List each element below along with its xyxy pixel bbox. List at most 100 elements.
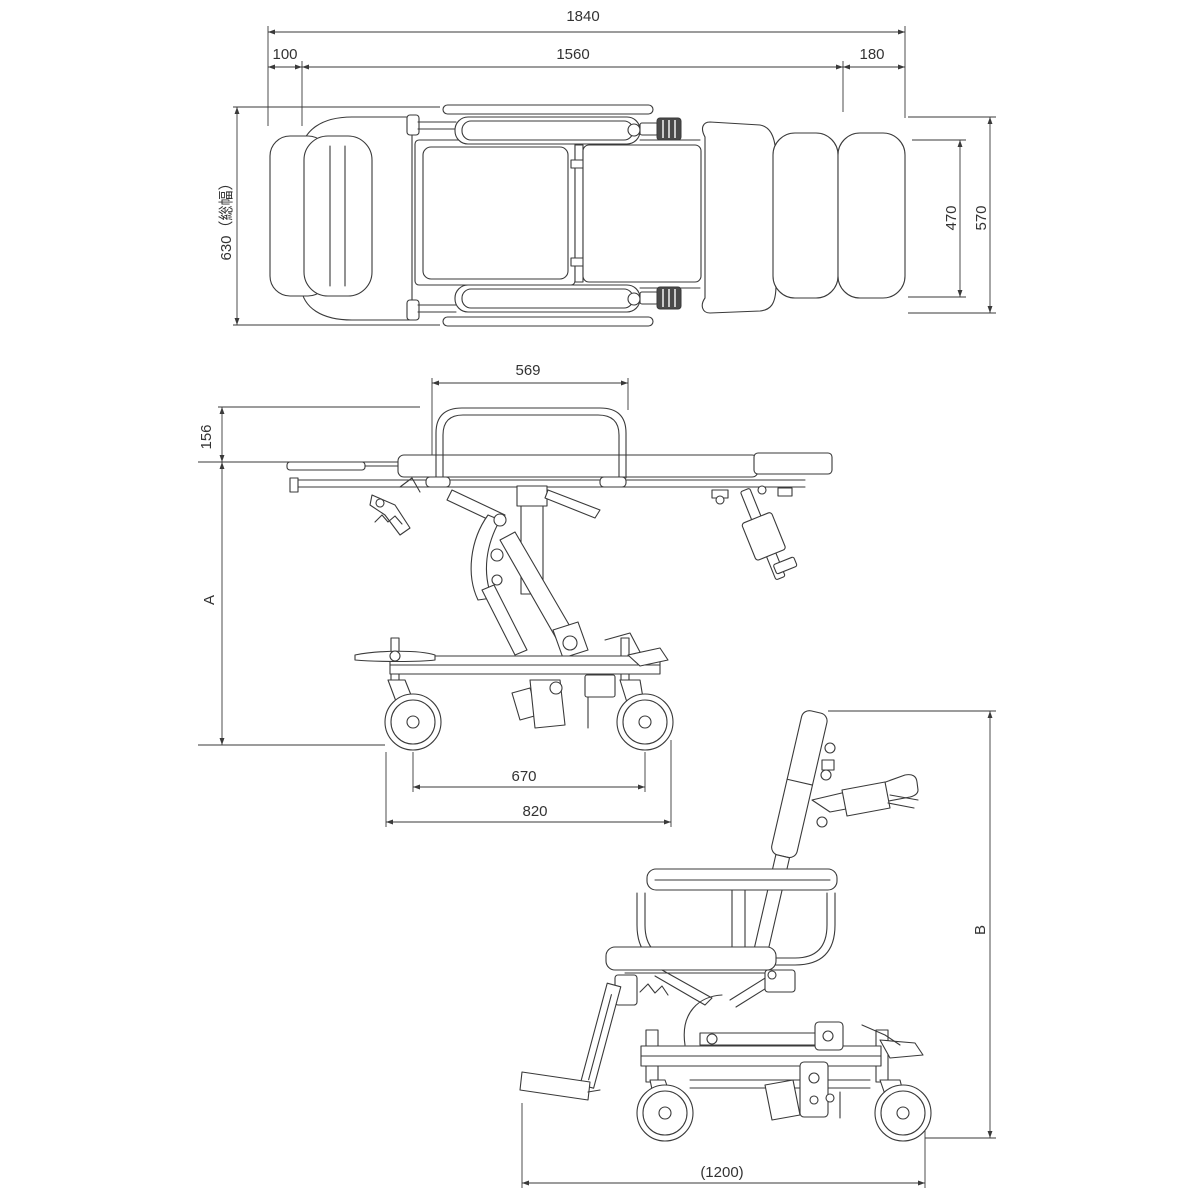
label-handrail-width: 569 [515, 362, 540, 379]
wheel-hub [896, 1106, 910, 1120]
pillow-inner [303, 135, 373, 297]
rail-bracket [777, 487, 793, 497]
wheel-rim [642, 1090, 688, 1136]
bolt [808, 1072, 820, 1084]
frame-end [289, 477, 299, 493]
label-chair-height: B [972, 925, 989, 935]
caster-connector [639, 291, 659, 305]
wheel-rim [622, 699, 668, 745]
motor [764, 1079, 801, 1121]
wheel-rim [880, 1090, 926, 1136]
top-dimension-labels: 1840 100 1560 180 630（総幅） 470 570 [218, 8, 990, 261]
stretcher-dimension-lines [219, 380, 671, 825]
pivot [490, 548, 504, 562]
foot-pedal [627, 647, 669, 667]
bolt [825, 1093, 835, 1103]
leg-rest-tip [773, 556, 798, 575]
label-wheelbase: 670 [511, 768, 536, 785]
headboard-clip [406, 299, 420, 321]
seat-frame [414, 139, 576, 286]
seat-link [654, 969, 713, 1006]
pedal-lever [861, 1024, 901, 1046]
top-dimension-lines [234, 29, 993, 325]
lift-housing [683, 994, 723, 1046]
leg-section [582, 144, 702, 283]
footplate-link [587, 1089, 601, 1093]
pivot [562, 635, 578, 651]
handrail-outer [435, 407, 627, 479]
caster-connector [639, 122, 659, 136]
stretcher-body [286, 407, 833, 751]
wheel-tire [874, 1084, 932, 1142]
handrail-foot [425, 476, 451, 488]
bolt [809, 1095, 819, 1105]
bolt [627, 292, 641, 306]
stretcher-extension-lines [198, 378, 672, 827]
handle-bracket [841, 781, 891, 817]
pivot [549, 681, 563, 695]
label-overall-width: 630（総幅） [218, 175, 235, 260]
label-body-section: 1560 [556, 46, 589, 63]
leg-pad [837, 132, 906, 299]
leg-pad [772, 132, 839, 299]
chair-body [519, 710, 932, 1142]
label-bed-height: A [201, 595, 218, 605]
pivot [375, 498, 385, 508]
footplate [519, 1071, 591, 1101]
bolt [820, 769, 832, 781]
label-inner-width: 470 [943, 205, 960, 230]
pivot [706, 1033, 718, 1045]
chair-dimension-labels: B (1200) [700, 925, 989, 1181]
caster-wheel-right [616, 693, 674, 751]
leg-rest-inner [588, 994, 612, 1081]
pedal-lever [604, 632, 641, 653]
wheel-hub [638, 715, 652, 729]
leg-rest-plate [701, 121, 777, 314]
backrest-seam [786, 778, 814, 786]
stretcher-dimension-labels: 569 156 A 670 820 [198, 362, 548, 820]
handrail-bottom [442, 316, 654, 327]
leg-rest [579, 982, 622, 1089]
top-caster [656, 117, 682, 141]
stretcher-side-view: 569 156 A 670 820 [198, 362, 833, 827]
wheel-tire [384, 693, 442, 751]
bolt [715, 495, 725, 505]
caster-wheel-left [384, 693, 442, 751]
pivot [491, 574, 503, 586]
headboard-clip [406, 114, 420, 136]
handrail-inner [442, 414, 620, 479]
ratchet [374, 514, 403, 525]
handle-prong [887, 802, 915, 809]
wheel-hub [406, 715, 420, 729]
foot-pedal [879, 1039, 924, 1059]
handrail-top [442, 104, 654, 115]
bolt [767, 970, 777, 980]
label-head-section: 100 [272, 46, 297, 63]
backrest [751, 710, 828, 964]
bolt [824, 742, 836, 754]
caster-wheel-left [636, 1084, 694, 1142]
label-base-length: 820 [522, 803, 547, 820]
label-overall-length: 1840 [566, 8, 599, 25]
seat-cushion [422, 146, 569, 280]
footboard-plate [286, 461, 366, 471]
bolt [757, 485, 767, 495]
lift-arm [481, 584, 528, 656]
foot-mattress [753, 452, 833, 475]
bolt [822, 1030, 834, 1042]
actuator-base [799, 1061, 829, 1118]
label-foot-section: 180 [859, 46, 884, 63]
wheel-tire [636, 1084, 694, 1142]
wheel-hub [658, 1106, 672, 1120]
column-cap [516, 485, 548, 507]
wheel-rim [390, 699, 436, 745]
label-chair-length: (1200) [700, 1164, 743, 1181]
label-outer-width: 570 [973, 205, 990, 230]
bolt [627, 123, 641, 137]
top-view: 1840 100 1560 180 630（総幅） 470 570 [218, 8, 996, 327]
chair-dimension-lines [522, 711, 993, 1186]
bolt [816, 816, 828, 828]
top-extension-lines [233, 26, 996, 326]
wheel-tire [616, 693, 674, 751]
top-caster [656, 286, 682, 310]
